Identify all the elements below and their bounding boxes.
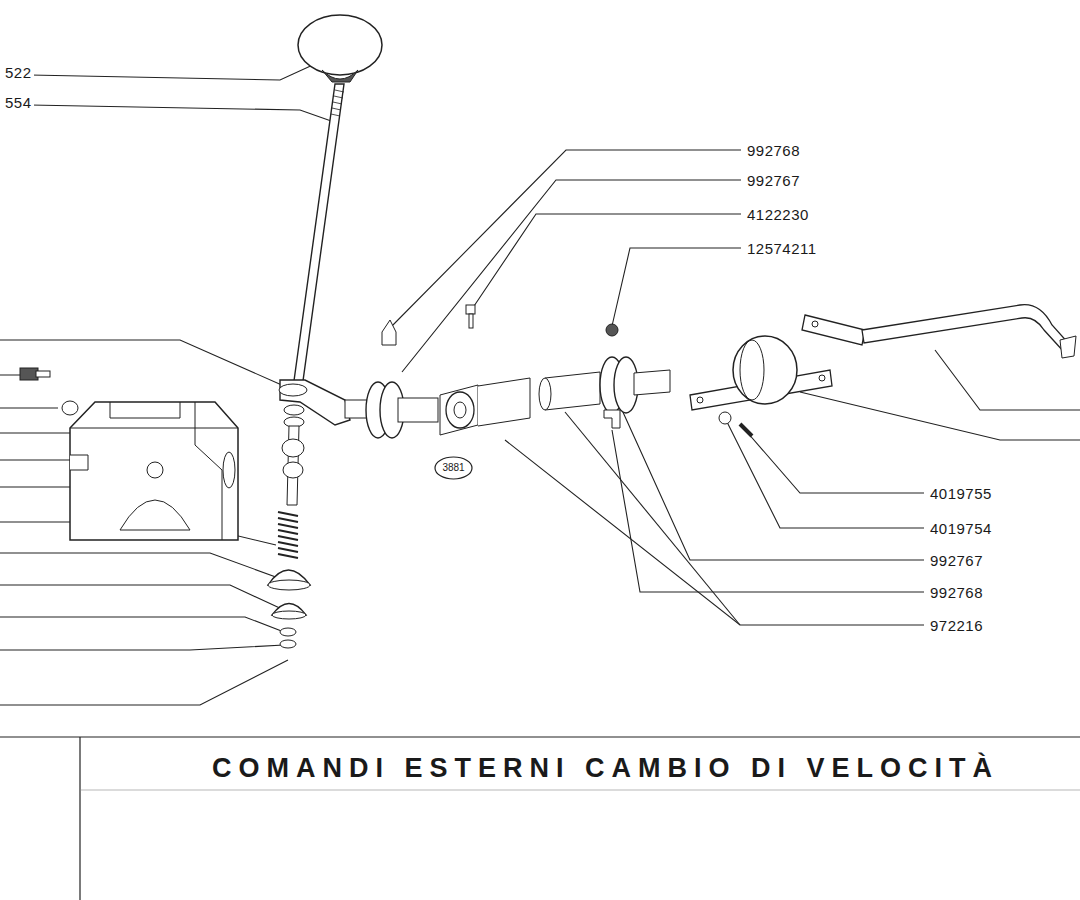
callout-number: 992767 <box>928 552 985 569</box>
callout-number: 992768 <box>745 142 802 159</box>
callout-number: 972216 <box>928 617 985 634</box>
callout-number: 12574211 <box>745 240 819 257</box>
diagram-title: COMANDI ESTERNI CAMBIO DI VELOCITÀ <box>212 753 999 784</box>
figure-number-text: 3881 <box>434 462 473 474</box>
figure-number: 3881 <box>434 456 473 474</box>
callout-number: 992768 <box>928 584 985 601</box>
figure-number-oval: 3881 <box>434 456 473 480</box>
callout-number: 554 <box>3 94 34 111</box>
callout-number: 4019754 <box>928 520 994 537</box>
callout-number: 4019755 <box>928 485 994 502</box>
callout-number: 522 <box>3 64 34 81</box>
callout-number: 992767 <box>745 172 802 189</box>
callout-number: 4122230 <box>745 206 811 223</box>
